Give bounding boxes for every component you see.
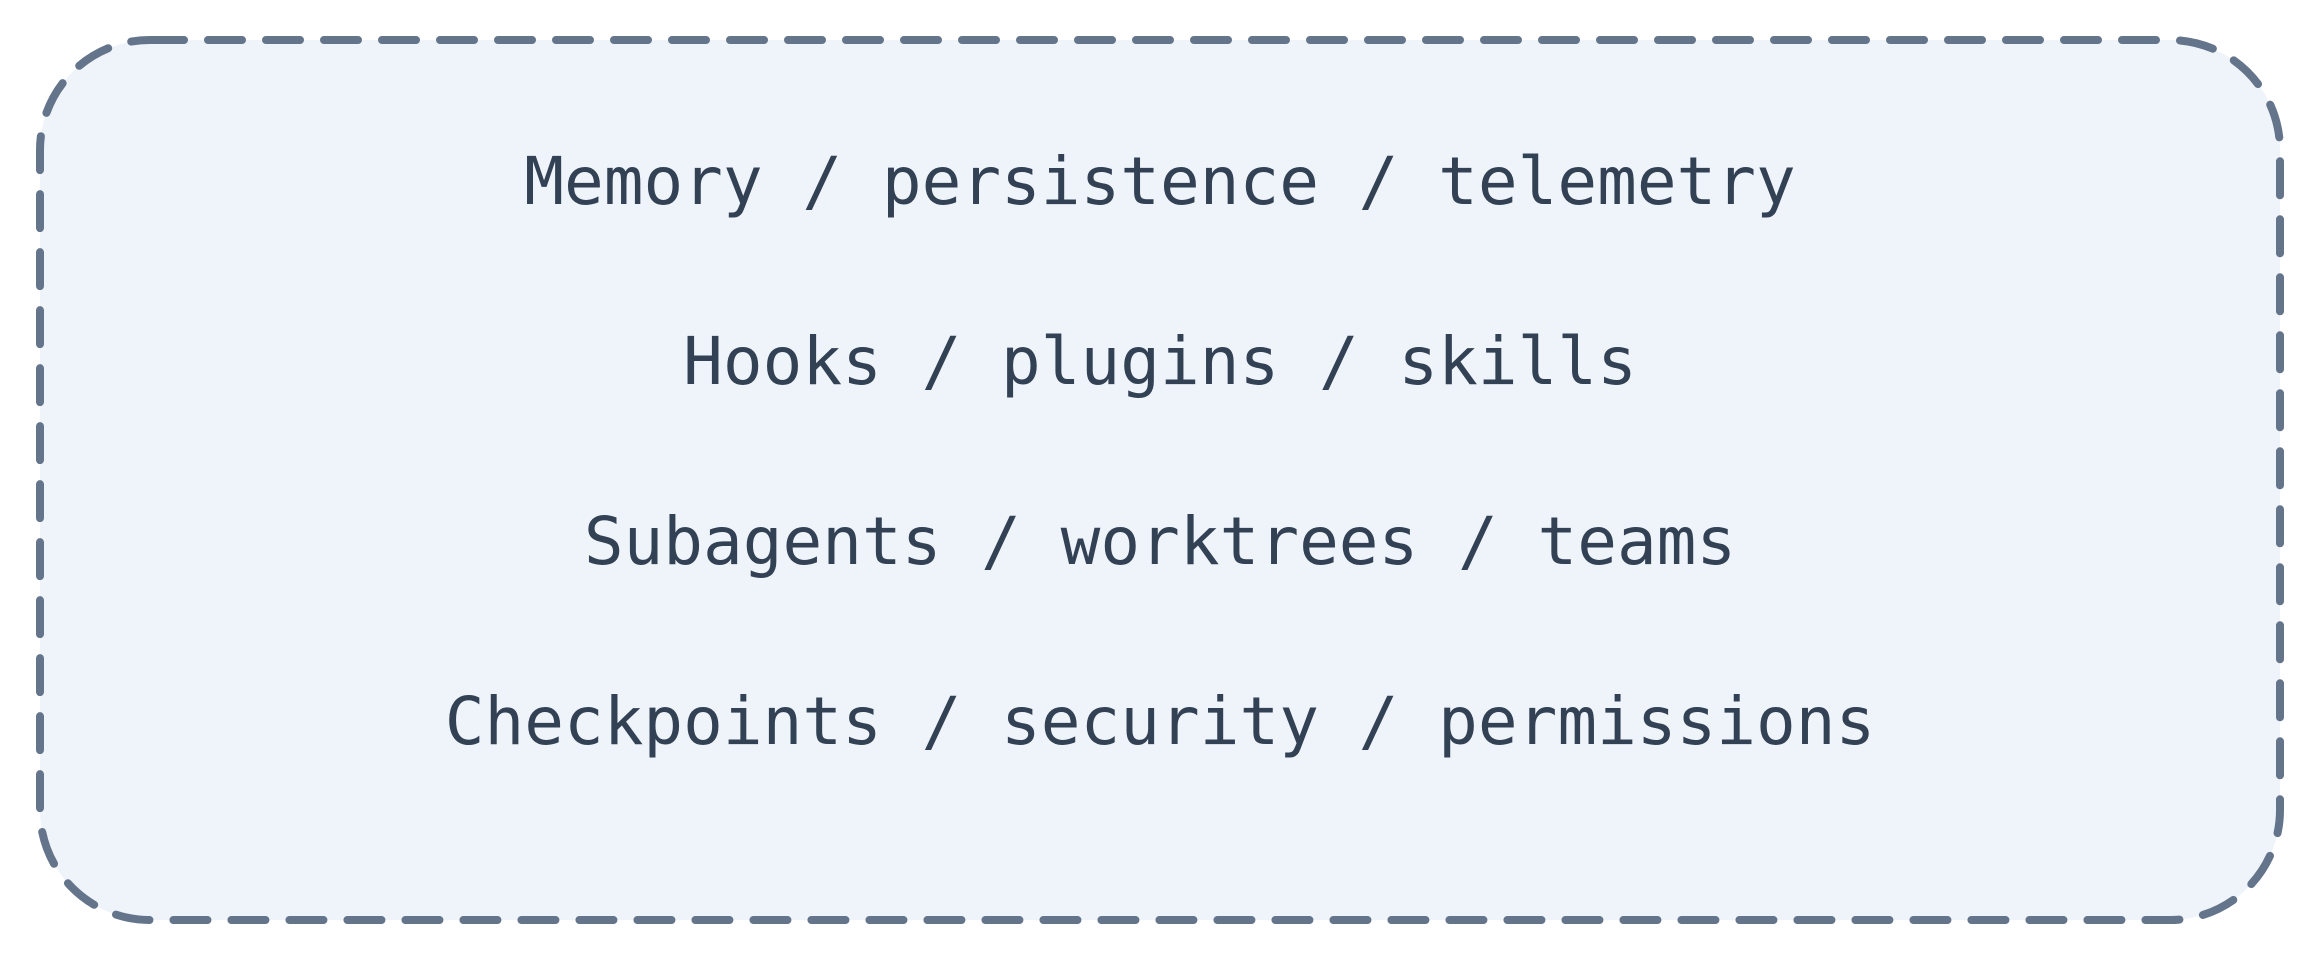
dashed-container-border xyxy=(36,36,2284,924)
layer-list: Memory / persistence / telemetry Hooks /… xyxy=(40,40,2280,920)
layer-label-subagents: Subagents / worktrees / teams xyxy=(583,503,1737,580)
layer-label-memory: Memory / persistence / telemetry xyxy=(524,143,1796,220)
layer-label-checkpoints: Checkpoints / security / permissions xyxy=(444,683,1876,760)
layer-label-hooks: Hooks / plugins / skills xyxy=(683,323,1637,400)
